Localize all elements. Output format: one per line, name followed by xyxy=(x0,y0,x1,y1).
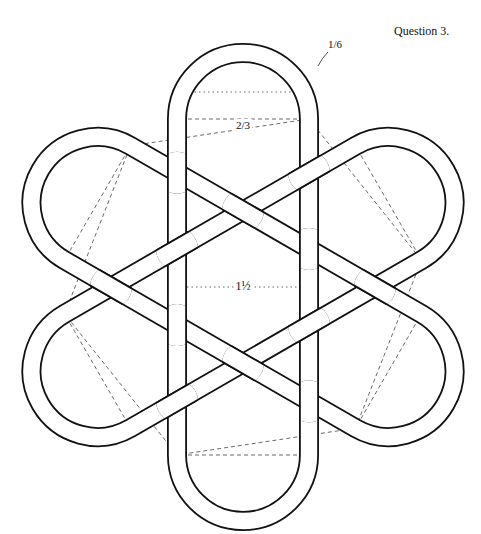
ring-band xyxy=(7,113,478,461)
ring-crossing xyxy=(7,113,478,461)
ring-band xyxy=(177,53,309,521)
ring-band xyxy=(177,53,309,521)
ring-edge xyxy=(7,113,478,461)
ring-band xyxy=(7,113,478,461)
ring-crossing xyxy=(7,113,478,461)
dashed-line xyxy=(350,305,426,437)
ring-edge xyxy=(7,113,478,461)
dimension-label: 2/3 xyxy=(234,119,252,131)
leader-lines xyxy=(318,52,328,66)
ring-band xyxy=(7,113,478,461)
ring-edge xyxy=(177,53,309,521)
dashed-line xyxy=(60,137,136,269)
ring-crossing xyxy=(177,53,309,521)
ring-edge xyxy=(177,53,309,521)
ring-band xyxy=(7,113,478,461)
ring-crossing xyxy=(7,113,478,461)
dashed-line xyxy=(60,305,136,437)
ring-edge xyxy=(7,113,478,461)
dashed-line xyxy=(350,137,426,269)
ring-crossing xyxy=(7,113,478,461)
ring-edge xyxy=(7,113,478,461)
ring-band xyxy=(177,53,309,521)
ring-crossing xyxy=(177,53,309,521)
dashed-line xyxy=(167,455,319,456)
ring-crossing xyxy=(7,113,478,461)
ring-band xyxy=(7,113,478,461)
dotted-line xyxy=(190,92,298,93)
ring-band xyxy=(177,53,309,521)
ring-crossing xyxy=(177,53,309,521)
ring-edge xyxy=(177,53,309,521)
rings xyxy=(7,53,478,521)
ring-crossing xyxy=(7,113,478,461)
dimension-label: 1½ xyxy=(234,280,253,293)
ring-crossing xyxy=(7,113,478,461)
ring-crossing xyxy=(177,53,309,521)
ring-edge xyxy=(7,113,478,461)
ring-crossings xyxy=(7,53,478,521)
ring-edge xyxy=(7,113,478,461)
ring-band xyxy=(7,113,478,461)
ring-band xyxy=(177,53,309,521)
ring-band xyxy=(7,113,478,461)
ring-band xyxy=(7,113,478,461)
leader-line xyxy=(318,52,328,66)
question-title: Question 3. xyxy=(392,25,451,38)
ring-band xyxy=(7,113,478,461)
ring-edge xyxy=(177,53,309,521)
ring-edge xyxy=(7,113,478,461)
ring-edge xyxy=(7,113,478,461)
ring-crossing xyxy=(7,113,478,461)
ring-band xyxy=(7,113,478,461)
ring-edge xyxy=(177,53,309,521)
dimension-label: 1/6 xyxy=(326,38,344,50)
ring-edge xyxy=(7,113,478,461)
ring-edge xyxy=(7,113,478,461)
